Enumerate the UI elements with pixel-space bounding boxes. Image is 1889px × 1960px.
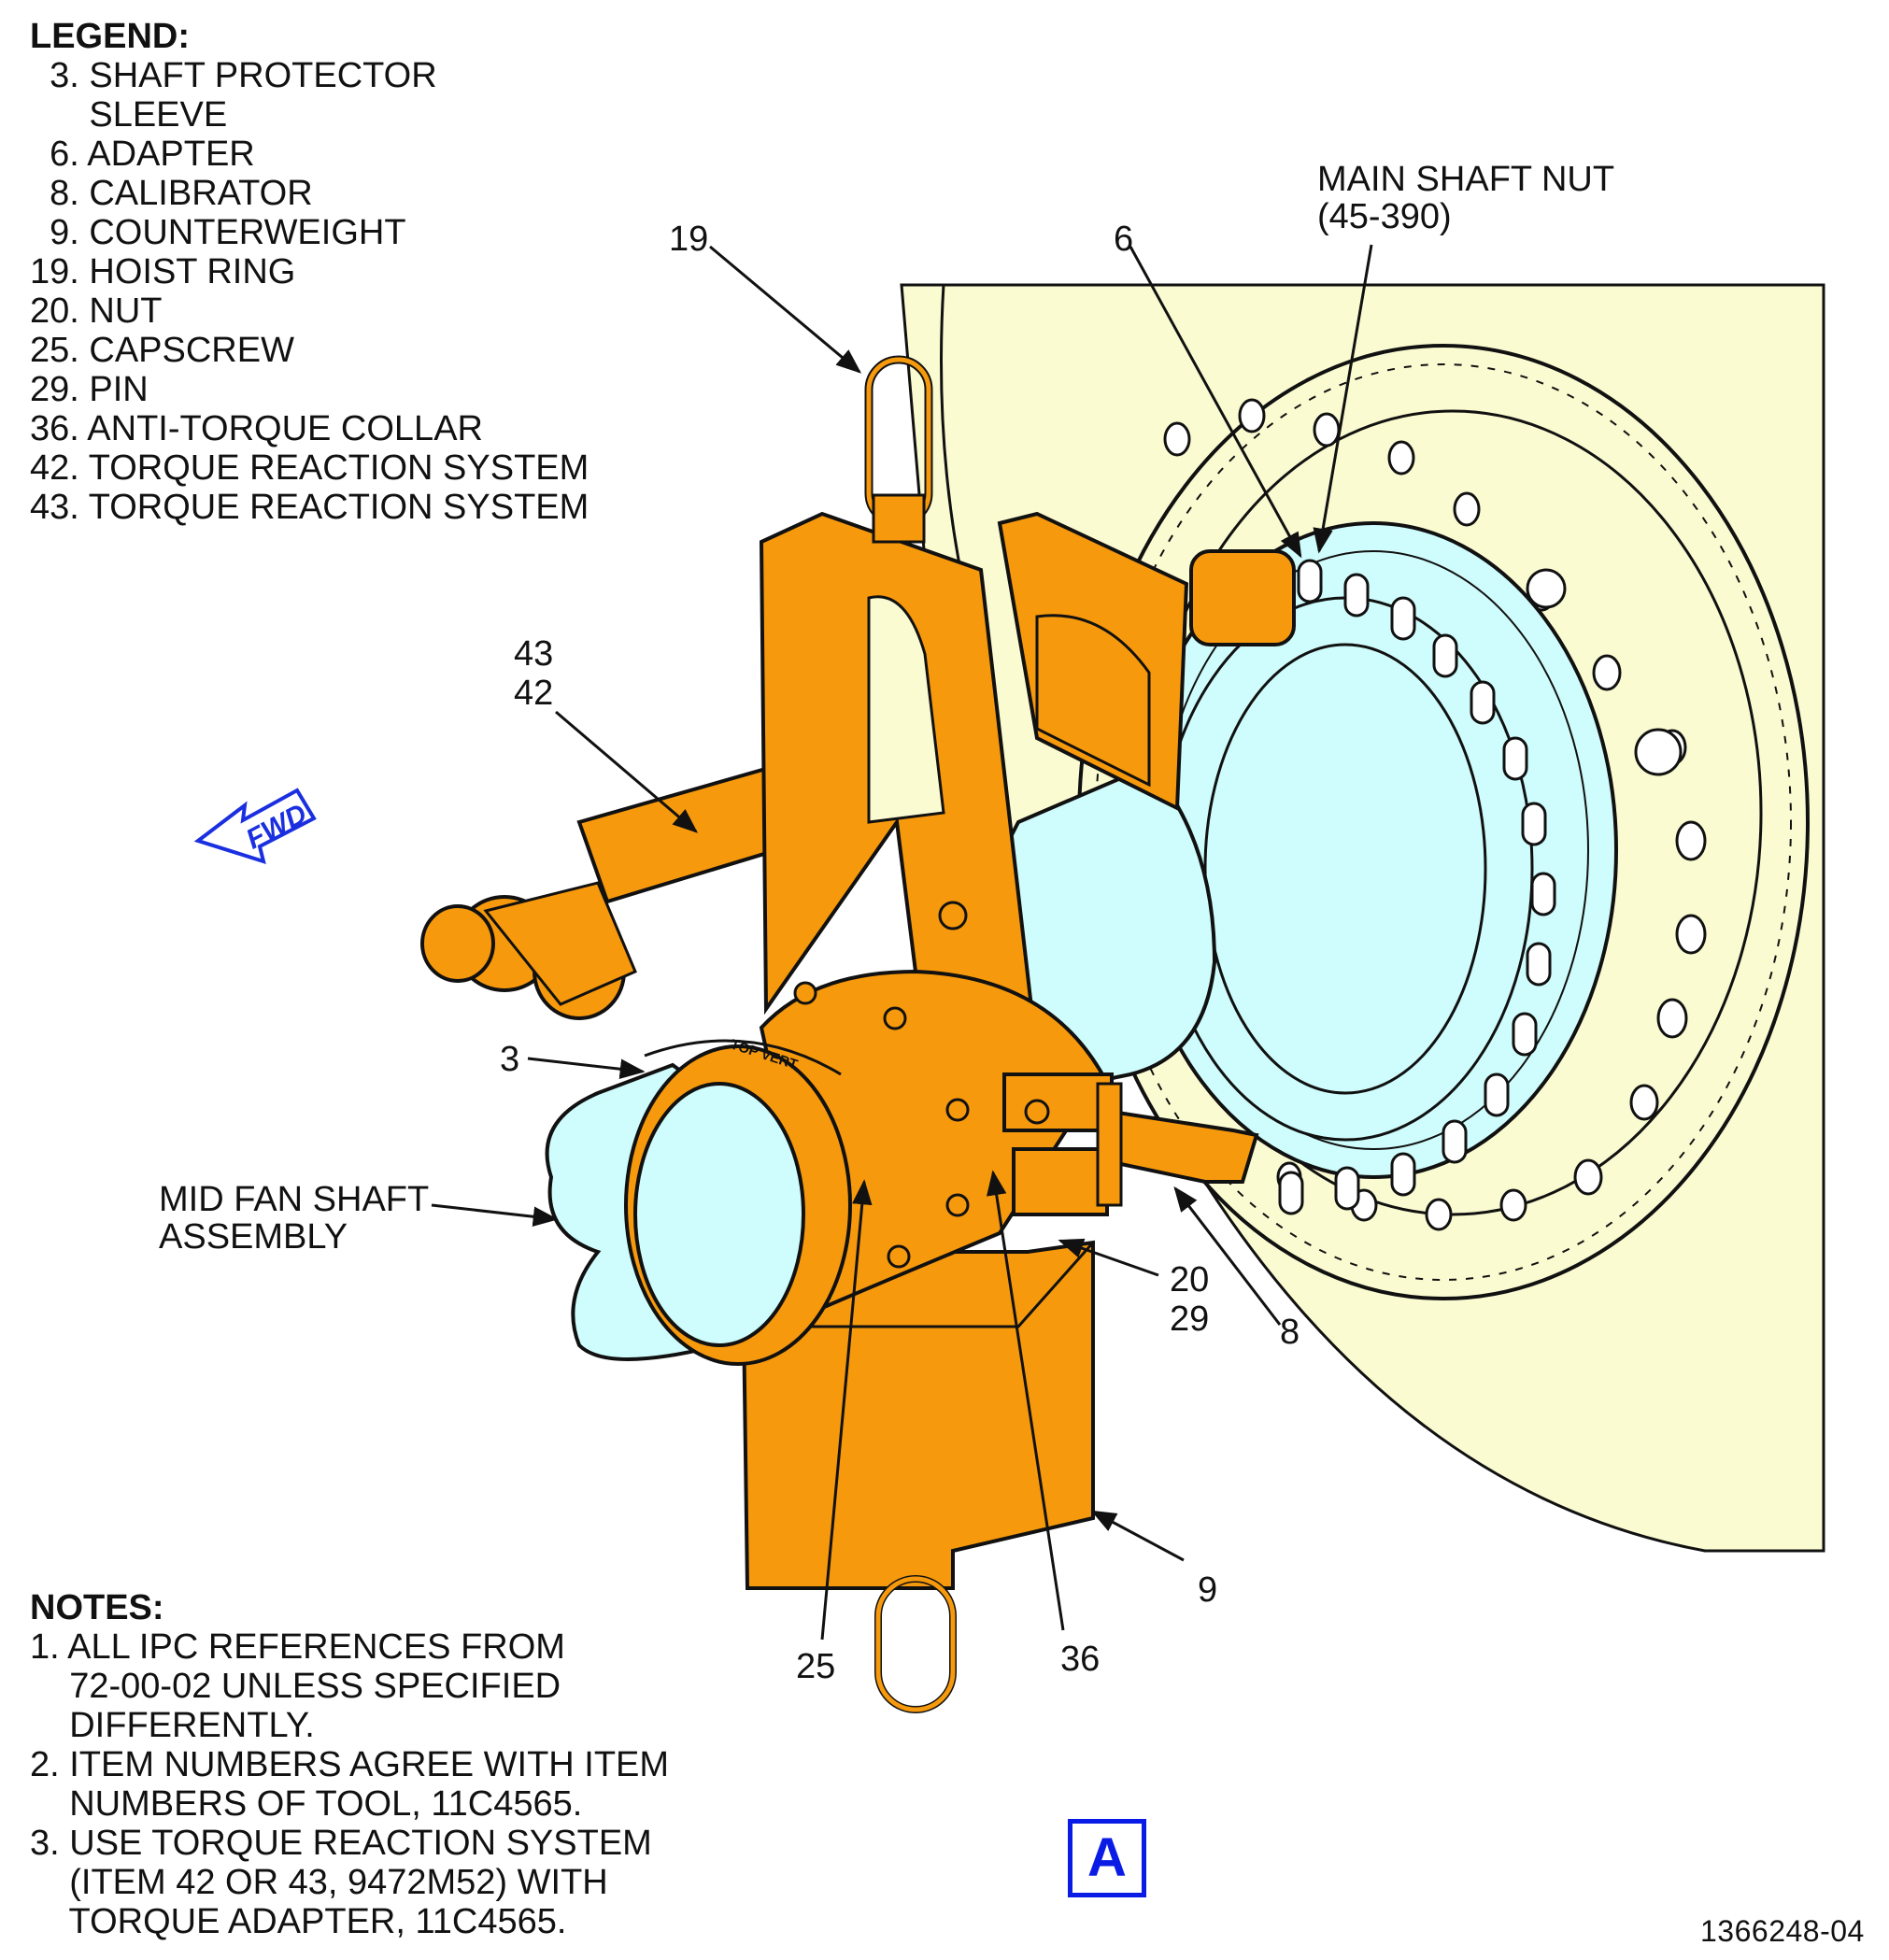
notes-title: NOTES:	[30, 1588, 164, 1627]
callout-42: 42	[514, 674, 554, 713]
callout-9: 9	[1198, 1570, 1218, 1610]
legend-item: 20. NUT	[30, 291, 163, 331]
notes: NOTES: 1. ALL IPC REFERENCES FROM 72-00-…	[30, 1588, 669, 1941]
bolt-holes-outer	[1163, 398, 1707, 1231]
callout-20: 20	[1170, 1260, 1210, 1300]
legend-item: 43. TORQUE REACTION SYSTEM	[30, 488, 589, 527]
hoist-ring	[864, 355, 933, 544]
callout-36: 36	[1060, 1640, 1101, 1679]
note-line: 1. ALL IPC REFERENCES FROM	[30, 1627, 565, 1667]
note-line: 72-00-02 UNLESS SPECIFIED	[30, 1667, 561, 1706]
legend-item: 8. CALIBRATOR	[30, 174, 313, 213]
legend-title: LEGEND:	[30, 17, 190, 56]
fwd-arrow-icon	[193, 788, 317, 864]
mid-fan-line2: ASSEMBLY	[159, 1217, 348, 1257]
legend-item: 36. ANTI-TORQUE COLLAR	[30, 409, 483, 448]
callout-25: 25	[796, 1647, 836, 1686]
legend-item: 19. HOIST RING	[30, 252, 296, 291]
legend-item: 3. SHAFT PROTECTOR	[30, 56, 437, 95]
leader-lines	[431, 244, 1373, 1640]
tool-frame	[759, 511, 1296, 1058]
collar-capscrews	[793, 901, 970, 1269]
callout-mid-fan-shaft: MID FAN SHAFT ASSEMBLY	[159, 1181, 429, 1256]
legend-item: 25. CAPSCREW	[30, 331, 294, 370]
note-line: (ITEM 42 OR 43, 9472M52) WITH	[30, 1863, 608, 1902]
legend-item: SLEEVE	[30, 95, 228, 135]
legend-item: 6. ADAPTER	[30, 135, 255, 174]
view-indicator: A	[1068, 1819, 1146, 1897]
legend-item: 42. TORQUE REACTION SYSTEM	[30, 448, 589, 488]
legend: LEGEND: 3. SHAFT PROTECTOR SLEEVE 6. ADA…	[30, 17, 589, 527]
figure-id: 1366248-04	[1700, 1914, 1865, 1948]
legend-item: 9. COUNTERWEIGHT	[30, 213, 406, 252]
callout-8: 8	[1280, 1313, 1300, 1352]
flange-bolts	[1278, 559, 1556, 1215]
calibrator	[1002, 1072, 1259, 1216]
main-shaft-nut-line1: MAIN SHAFT NUT	[1317, 160, 1615, 199]
note-line: 3. USE TORQUE REACTION SYSTEM	[30, 1824, 652, 1863]
note-line: NUMBERS OF TOOL, 11C4565.	[30, 1784, 583, 1824]
callout-43: 43	[514, 634, 554, 674]
callout-main-shaft-nut: MAIN SHAFT NUT (45-390)	[1317, 161, 1614, 235]
mid-fan-line1: MID FAN SHAFT	[159, 1180, 430, 1219]
callout-19: 19	[669, 220, 709, 259]
main-shaft-nut-line2: (45-390)	[1317, 197, 1452, 236]
callout-29: 29	[1170, 1300, 1210, 1339]
callout-3: 3	[500, 1040, 520, 1079]
hub-flange	[1129, 521, 1618, 1179]
legend-item: 29. PIN	[30, 370, 149, 409]
note-line: 2. ITEM NUMBERS AGREE WITH ITEM	[30, 1745, 670, 1784]
note-line: DIFFERENTLY.	[30, 1706, 315, 1745]
note-line: TORQUE ADAPTER, 11C4565.	[30, 1902, 567, 1941]
callout-6: 6	[1114, 220, 1134, 259]
counterweight	[740, 1240, 1095, 1713]
anti-torque-collar	[624, 969, 1105, 1366]
